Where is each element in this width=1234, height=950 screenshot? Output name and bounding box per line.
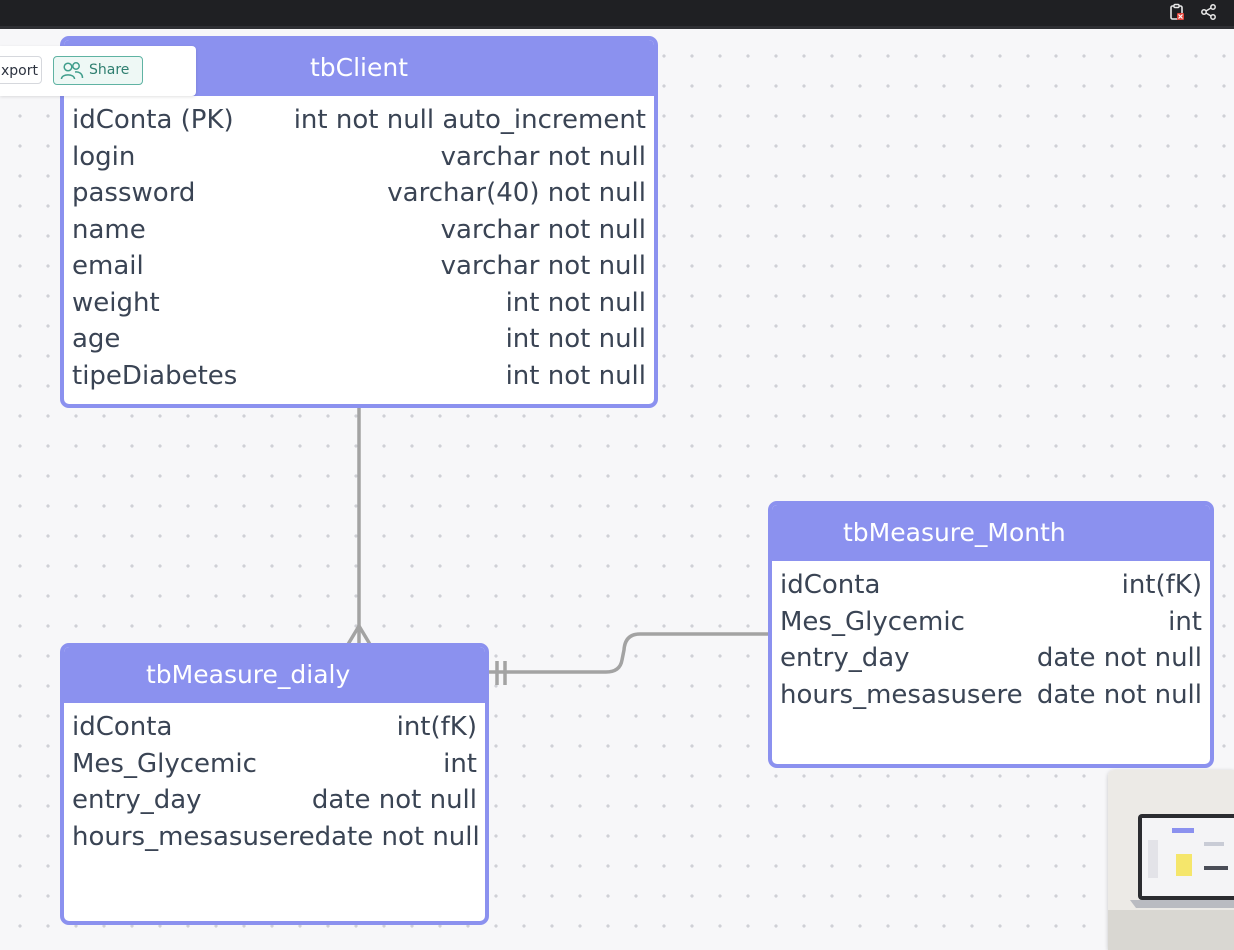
field-name[interactable]: Mes_Glycemic — [72, 748, 257, 779]
field-type[interactable]: varchar(40) not null — [387, 178, 646, 208]
field-name[interactable]: hours_mesasusere — [72, 821, 315, 852]
minimap-preview[interactable] — [1108, 770, 1234, 950]
table-row[interactable]: login varchar not null — [64, 139, 654, 176]
table-row[interactable]: name varchar not null — [64, 212, 654, 249]
table-title[interactable]: tbMeasure_dialy — [64, 647, 485, 703]
table-row[interactable]: email varchar not null — [64, 248, 654, 285]
clipboard-icon[interactable] — [1168, 3, 1186, 21]
field-type[interactable]: int — [443, 748, 477, 779]
field-type[interactable]: date not null — [1036, 679, 1202, 710]
field-name[interactable]: idConta (PK) — [72, 105, 234, 135]
field-name[interactable]: age — [72, 324, 121, 354]
field-type[interactable]: int(fK) — [396, 712, 477, 742]
field-name[interactable]: idConta — [780, 570, 881, 600]
table-row[interactable]: idConta int(fK) — [64, 709, 485, 746]
field-type[interactable]: int not null — [505, 287, 646, 318]
floating-toolbar: xport Share — [0, 46, 196, 96]
field-name[interactable]: idConta — [72, 712, 173, 742]
field-name[interactable]: login — [72, 141, 136, 172]
table-tbmeasure-month[interactable]: tbMeasure_Month idConta int(fK) Mes_Glycem… — [768, 501, 1214, 768]
field-name[interactable]: Mes_Glycemic — [780, 606, 965, 637]
table-row[interactable]: tipeDiabetes int not null — [64, 358, 654, 395]
field-type[interactable]: varchar not null — [440, 251, 646, 281]
field-type[interactable]: date not null — [1036, 643, 1202, 673]
field-type[interactable]: int(fK) — [1121, 570, 1202, 600]
table-row[interactable]: Mes_Glycemic int — [772, 604, 1210, 641]
table-row[interactable]: idConta (PK) int not null auto_increment — [64, 102, 654, 139]
share-nodes-icon[interactable] — [1200, 3, 1218, 21]
field-name[interactable]: tipeDiabetes — [72, 360, 238, 391]
table-row[interactable]: entry_day date not null — [64, 782, 485, 819]
field-type[interactable]: int not null — [505, 324, 646, 354]
field-name[interactable]: name — [72, 214, 146, 245]
field-type[interactable]: int not null auto_increment — [293, 105, 646, 135]
table-row[interactable]: entry_day date not null — [772, 640, 1210, 677]
table-row[interactable]: age int not null — [64, 321, 654, 358]
table-row[interactable]: idConta int(fK) — [772, 567, 1210, 604]
field-name[interactable]: weight — [72, 287, 160, 318]
table-title[interactable]: tbMeasure_Month — [772, 505, 1210, 561]
field-name[interactable]: entry_day — [780, 643, 910, 673]
table-row[interactable]: weight int not null — [64, 285, 654, 322]
field-type[interactable]: int not null — [505, 360, 646, 391]
top-bar — [0, 0, 1234, 29]
field-type[interactable]: date not null — [311, 785, 477, 815]
table-row[interactable]: hours_mesasusere date not null — [772, 677, 1210, 714]
field-name[interactable]: password — [72, 178, 196, 208]
table-tbmeasure-dialy[interactable]: tbMeasure_dialy idConta int(fK) Mes_Glycem… — [60, 643, 489, 925]
field-type[interactable]: varchar not null — [440, 141, 646, 172]
table-tbclient[interactable]: tbClient idConta (PK)int not null auto_i… — [60, 36, 658, 408]
users-icon — [60, 61, 84, 85]
field-type[interactable]: date not null — [314, 821, 480, 852]
field-name[interactable]: hours_mesasusere — [780, 679, 1023, 710]
share-button-label: Share — [89, 62, 130, 78]
export-button[interactable]: xport — [0, 56, 42, 84]
table-row[interactable]: Mes_Glycemic int — [64, 746, 485, 783]
field-name[interactable]: email — [72, 251, 144, 281]
field-type[interactable]: int — [1168, 606, 1202, 637]
field-name[interactable]: entry_day — [72, 785, 202, 815]
table-row[interactable]: password varchar(40) not null — [64, 175, 654, 212]
field-type[interactable]: varchar not null — [440, 214, 646, 245]
share-button[interactable]: Share — [53, 56, 143, 85]
